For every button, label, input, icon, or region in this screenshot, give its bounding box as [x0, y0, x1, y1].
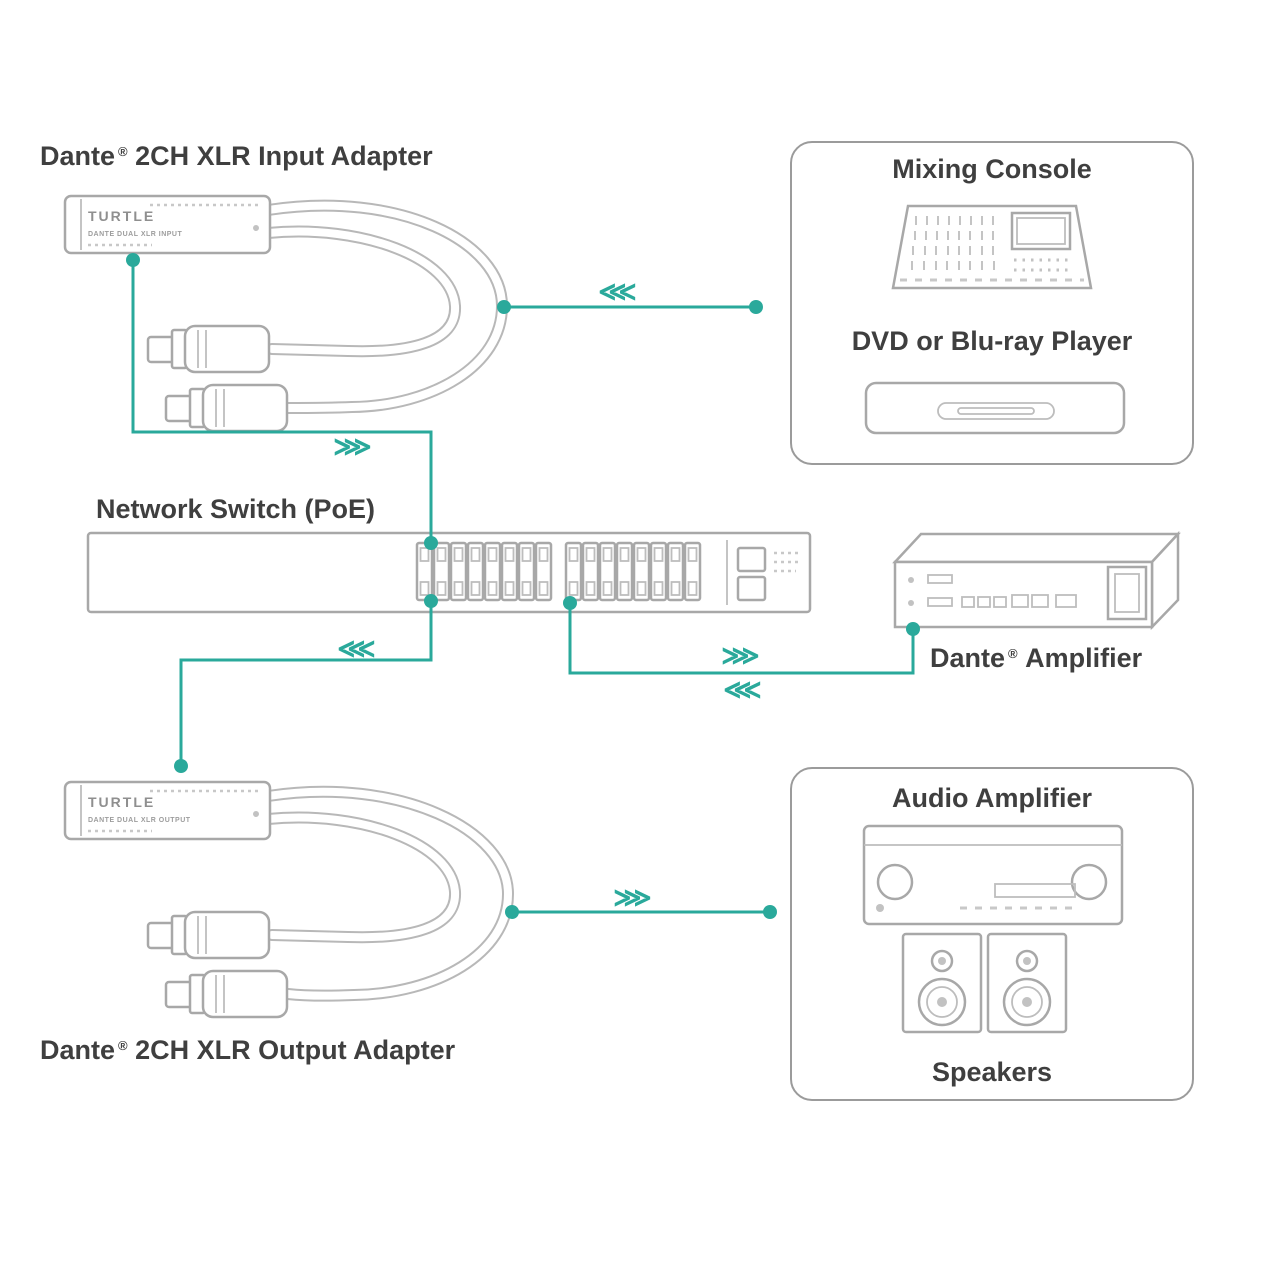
- flow-right-icon: ⋙: [333, 431, 371, 462]
- dante-amplifier-rest: Amplifier: [1025, 643, 1143, 673]
- output-adapter-title: Dante® 2CH XLR Output Adapter: [40, 1035, 455, 1066]
- device-model-text: DANTE DUAL XLR INPUT: [88, 231, 182, 238]
- network-switch-illustration: [86, 531, 812, 614]
- dvd-player-title: DVD or Blu-ray Player: [851, 326, 1133, 356]
- input-adapter-title: Dante® 2CH XLR Input Adapter: [40, 141, 433, 172]
- device-model-text: DANTE DUAL XLR OUTPUT: [88, 817, 191, 824]
- network-switch-label: Network Switch (PoE): [96, 494, 376, 524]
- registered-mark: ®: [1008, 646, 1018, 661]
- xlr-connector: [164, 383, 289, 433]
- device-brand-text: TURTLE: [88, 794, 155, 810]
- speakers-illustration: [901, 932, 1068, 1034]
- dante-amplifier-illustration: [892, 530, 1181, 631]
- device-brand-text: TURTLE: [88, 208, 155, 224]
- input-adapter-illustration: TURTLE DANTE DUAL XLR INPUT: [63, 194, 509, 433]
- mixing-console-illustration: [891, 204, 1093, 290]
- input-adapter-body: [63, 194, 272, 255]
- dante-amplifier-brand: Dante: [930, 643, 1006, 673]
- flow-right-icon: ⋙: [613, 882, 651, 913]
- dante-amplifier-label: Dante® Amplifier: [930, 643, 1142, 674]
- flow-left-icon: ⋘: [598, 276, 636, 307]
- connection-lines: [131, 255, 915, 914]
- output-adapter-title-rest: 2CH XLR Output Adapter: [135, 1035, 456, 1065]
- output-adapter-illustration: TURTLE DANTE DUAL XLR OUTPUT: [63, 780, 515, 1019]
- connection-dots: [126, 253, 920, 919]
- output-adapter-brand: Dante: [40, 1035, 116, 1065]
- flow-left-icon: ⋘: [723, 674, 761, 705]
- xlr-connector: [146, 910, 271, 960]
- flow-right-icon: ⋙: [721, 640, 759, 671]
- flow-left-icon: ⋘: [337, 633, 375, 664]
- dvd-player-illustration: [864, 381, 1126, 435]
- xlr-connector: [164, 969, 289, 1019]
- input-adapter-brand: Dante: [40, 141, 116, 171]
- mixing-console-title: Mixing Console: [892, 154, 1092, 184]
- registered-mark: ®: [118, 1038, 128, 1053]
- xlr-connector: [146, 324, 271, 374]
- audio-amplifier-title: Audio Amplifier: [892, 783, 1092, 813]
- output-adapter-body: [63, 780, 272, 841]
- speakers-title: Speakers: [931, 1057, 1053, 1087]
- audio-amplifier-illustration: [862, 824, 1124, 926]
- input-adapter-title-rest: 2CH XLR Input Adapter: [135, 141, 433, 171]
- registered-mark: ®: [118, 144, 128, 159]
